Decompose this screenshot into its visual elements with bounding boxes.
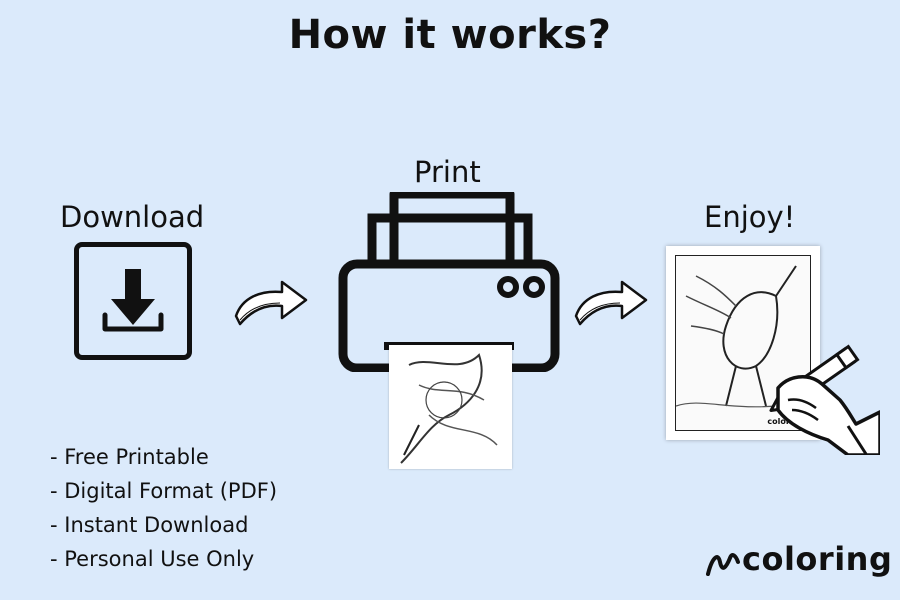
step-label-print: Print: [414, 155, 481, 189]
brand-logo-mark: [706, 553, 740, 576]
page-title: How it works?: [288, 12, 612, 58]
curved-arrow-icon: [574, 280, 648, 326]
coloring-page-preview: coloring: [666, 246, 820, 440]
feature-item: - Personal Use Only: [50, 547, 255, 571]
feature-list: - Free Printable - Digital Format (PDF) …: [50, 440, 277, 576]
download-icon: [74, 242, 192, 360]
curved-arrow-icon: [234, 280, 308, 326]
feature-item: - Digital Format (PDF): [50, 479, 278, 503]
sheet-brand-logo: coloring: [767, 417, 804, 426]
feature-item: - Instant Download: [50, 513, 249, 537]
step-label-enjoy: Enjoy!: [704, 200, 796, 234]
step-label-download: Download: [60, 200, 205, 234]
brand-logo-text: coloring: [742, 540, 893, 578]
feature-item: - Free Printable: [50, 445, 209, 469]
hand-holding-pencil-icon: [769, 344, 880, 455]
printed-coloring-page: [389, 345, 512, 469]
